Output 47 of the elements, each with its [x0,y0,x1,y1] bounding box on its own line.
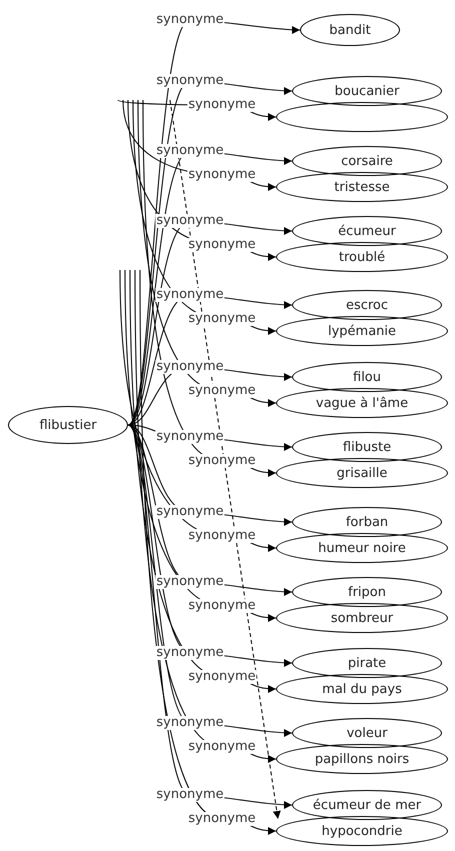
term-ellipse: vague à l'âme [276,388,448,418]
term-ellipse: troublé [276,242,448,272]
empty-ellipse [276,102,448,132]
term-ellipse: voleur [292,718,442,748]
term-ellipse: fripon [292,577,442,607]
edge-label: synonyme [155,13,225,27]
term-ellipse: tristesse [276,172,448,202]
edge-label: synonyme [187,740,257,754]
edge-label: synonyme [155,214,225,228]
term-ellipse: pirate [292,648,442,678]
term-ellipse: boucanier [292,76,442,106]
term-ellipse: bandit [300,14,400,46]
edge-label: synonyme [187,384,257,398]
term-ellipse: corsaire [292,146,442,176]
term-ellipse: escroc [292,290,442,320]
term-ellipse: flibustier [8,406,128,444]
term-ellipse: hypocondrie [276,816,448,846]
edge-label: synonyme [155,505,225,519]
edge-label: synonyme [155,430,225,444]
edge-label: synonyme [155,646,225,660]
term-ellipse: écumeur de mer [292,790,442,820]
edge-label: synonyme [187,238,257,252]
term-ellipse: filou [292,362,442,392]
edge-label: synonyme [187,529,257,543]
term-ellipse: sombreur [276,603,448,633]
edge-label: synonyme [155,288,225,302]
edge-label: synonyme [155,144,225,158]
edge-label: synonyme [187,168,257,182]
edge-label: synonyme [155,575,225,589]
edge-label: synonyme [155,716,225,730]
edge-label: synonyme [187,312,257,326]
term-ellipse: mal du pays [276,674,448,704]
term-ellipse: papillons noirs [276,744,448,774]
term-ellipse: flibuste [292,432,442,462]
edge-label: synonyme [187,670,257,684]
edge-label: synonyme [155,74,225,88]
edge-label: synonyme [187,599,257,613]
edge-label: synonyme [155,788,225,802]
edge-label: synonyme [187,812,257,826]
term-ellipse: grisaille [276,458,448,488]
term-ellipse: lypémanie [276,316,448,346]
edge-label: synonyme [187,98,257,112]
term-ellipse: humeur noire [276,533,448,563]
term-ellipse: écumeur [292,216,442,246]
edge-label: synonyme [155,360,225,374]
edge-label: synonyme [187,454,257,468]
term-ellipse: forban [292,507,442,537]
